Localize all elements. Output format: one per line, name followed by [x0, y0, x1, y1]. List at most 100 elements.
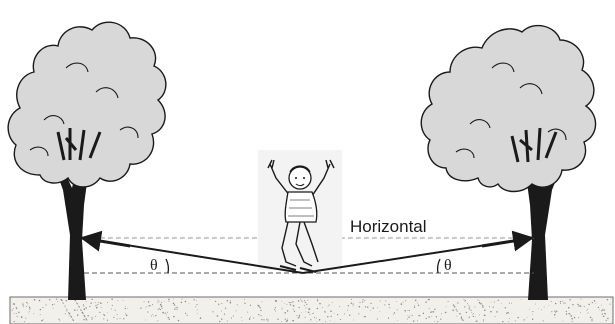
ground-speckle	[72, 319, 75, 321]
ground-speckle	[548, 304, 550, 306]
ground-speckle	[119, 317, 121, 319]
ground-speckle	[492, 306, 494, 308]
ground-speckle	[422, 312, 425, 315]
ground-speckle	[562, 300, 563, 302]
ground-speckle	[602, 315, 605, 317]
ground-speckle	[292, 308, 294, 310]
ground-speckle	[412, 320, 415, 322]
ground-speckle	[196, 300, 197, 301]
ground-speckle	[478, 300, 480, 301]
ground-speckle	[168, 300, 170, 302]
ground-speckle	[393, 312, 396, 314]
ground-speckle	[609, 298, 611, 300]
ground-speckle	[74, 309, 76, 311]
ground-speckle	[113, 316, 115, 318]
ground-speckle	[176, 308, 178, 310]
ground-speckle	[496, 311, 498, 313]
ground-speckle	[565, 313, 568, 315]
ground-speckle	[569, 299, 571, 301]
ground-speckle	[157, 299, 159, 301]
ground-speckle	[114, 309, 116, 311]
ground-speckle	[70, 316, 73, 318]
ground-speckle	[564, 302, 566, 304]
ground-speckle	[405, 300, 407, 302]
ground-speckle	[184, 300, 187, 303]
ground-speckle	[461, 316, 463, 318]
ground-speckle	[311, 313, 313, 315]
ground-speckle	[64, 305, 66, 307]
ground-speckle	[468, 305, 470, 307]
ground-speckle	[476, 319, 478, 321]
ground-speckle	[143, 301, 145, 303]
ground-speckle	[284, 318, 286, 320]
ground-speckle	[85, 307, 87, 309]
ground-speckle	[261, 318, 263, 321]
ground-speckle	[226, 300, 229, 302]
ground-speckle	[579, 312, 581, 314]
ground-speckle	[25, 317, 27, 319]
ground-speckle	[414, 299, 417, 302]
ground-speckle	[428, 298, 430, 301]
ground-speckle	[550, 300, 552, 302]
ground-speckle	[306, 303, 308, 305]
ground-speckle	[461, 319, 463, 321]
ground-speckle	[591, 319, 593, 320]
ground-speckle	[293, 310, 296, 312]
ground-speckle	[319, 302, 321, 305]
ground-speckle	[260, 315, 262, 317]
ground-speckle	[116, 318, 118, 320]
ground-speckle	[304, 316, 306, 318]
ground-speckle	[85, 301, 87, 303]
ground-speckle	[601, 313, 603, 315]
ground-speckle	[55, 298, 58, 300]
ground-speckle	[303, 299, 306, 302]
ground-speckle	[281, 308, 283, 310]
ground-speckle	[173, 315, 175, 318]
ground-speckle	[474, 306, 476, 308]
ground-speckle	[39, 313, 41, 315]
ground-speckle	[330, 315, 332, 318]
ground-speckle	[65, 306, 66, 308]
ground-speckle	[151, 315, 152, 317]
ground-speckle	[309, 308, 311, 310]
ground-speckle	[427, 299, 429, 301]
ground-speckle	[23, 321, 25, 323]
ground-speckle	[432, 311, 435, 313]
ground-speckle	[517, 316, 519, 319]
ground-speckle	[158, 308, 160, 310]
ground-speckle	[484, 309, 486, 311]
ground-speckle	[303, 305, 305, 306]
ground-speckle	[76, 314, 79, 316]
ground-speckle	[607, 317, 609, 320]
ground-speckle	[514, 320, 516, 322]
ground-speckle	[565, 310, 567, 313]
ground-speckle	[261, 301, 263, 303]
ground-speckle	[177, 319, 180, 322]
ground-speckle	[601, 310, 603, 312]
ground-speckle	[96, 306, 98, 309]
ground-speckle	[425, 301, 427, 303]
ground-speckle	[93, 302, 95, 304]
ground-speckle	[511, 302, 513, 304]
ground-speckle	[554, 317, 556, 318]
ground-speckle	[324, 311, 326, 313]
ground-speckle	[221, 318, 223, 320]
ground-speckle	[199, 317, 202, 319]
ground-speckle	[83, 319, 85, 321]
ground-speckle	[42, 318, 44, 320]
ground-speckle	[400, 303, 403, 305]
ground-speckle	[388, 303, 390, 306]
ground-speckle	[542, 320, 544, 322]
ground-speckle	[296, 315, 298, 317]
ground-speckle	[316, 307, 319, 310]
ground-speckle	[29, 306, 31, 308]
ground-speckle	[483, 319, 485, 321]
ground-speckle	[353, 319, 354, 321]
ground-speckle	[465, 311, 468, 314]
ground-speckle	[456, 310, 458, 312]
ground-speckle	[267, 320, 269, 322]
ground-speckle	[464, 306, 466, 308]
ground-speckle	[161, 301, 163, 303]
ground-speckle	[417, 304, 420, 307]
right-tree-icon	[420, 24, 597, 300]
